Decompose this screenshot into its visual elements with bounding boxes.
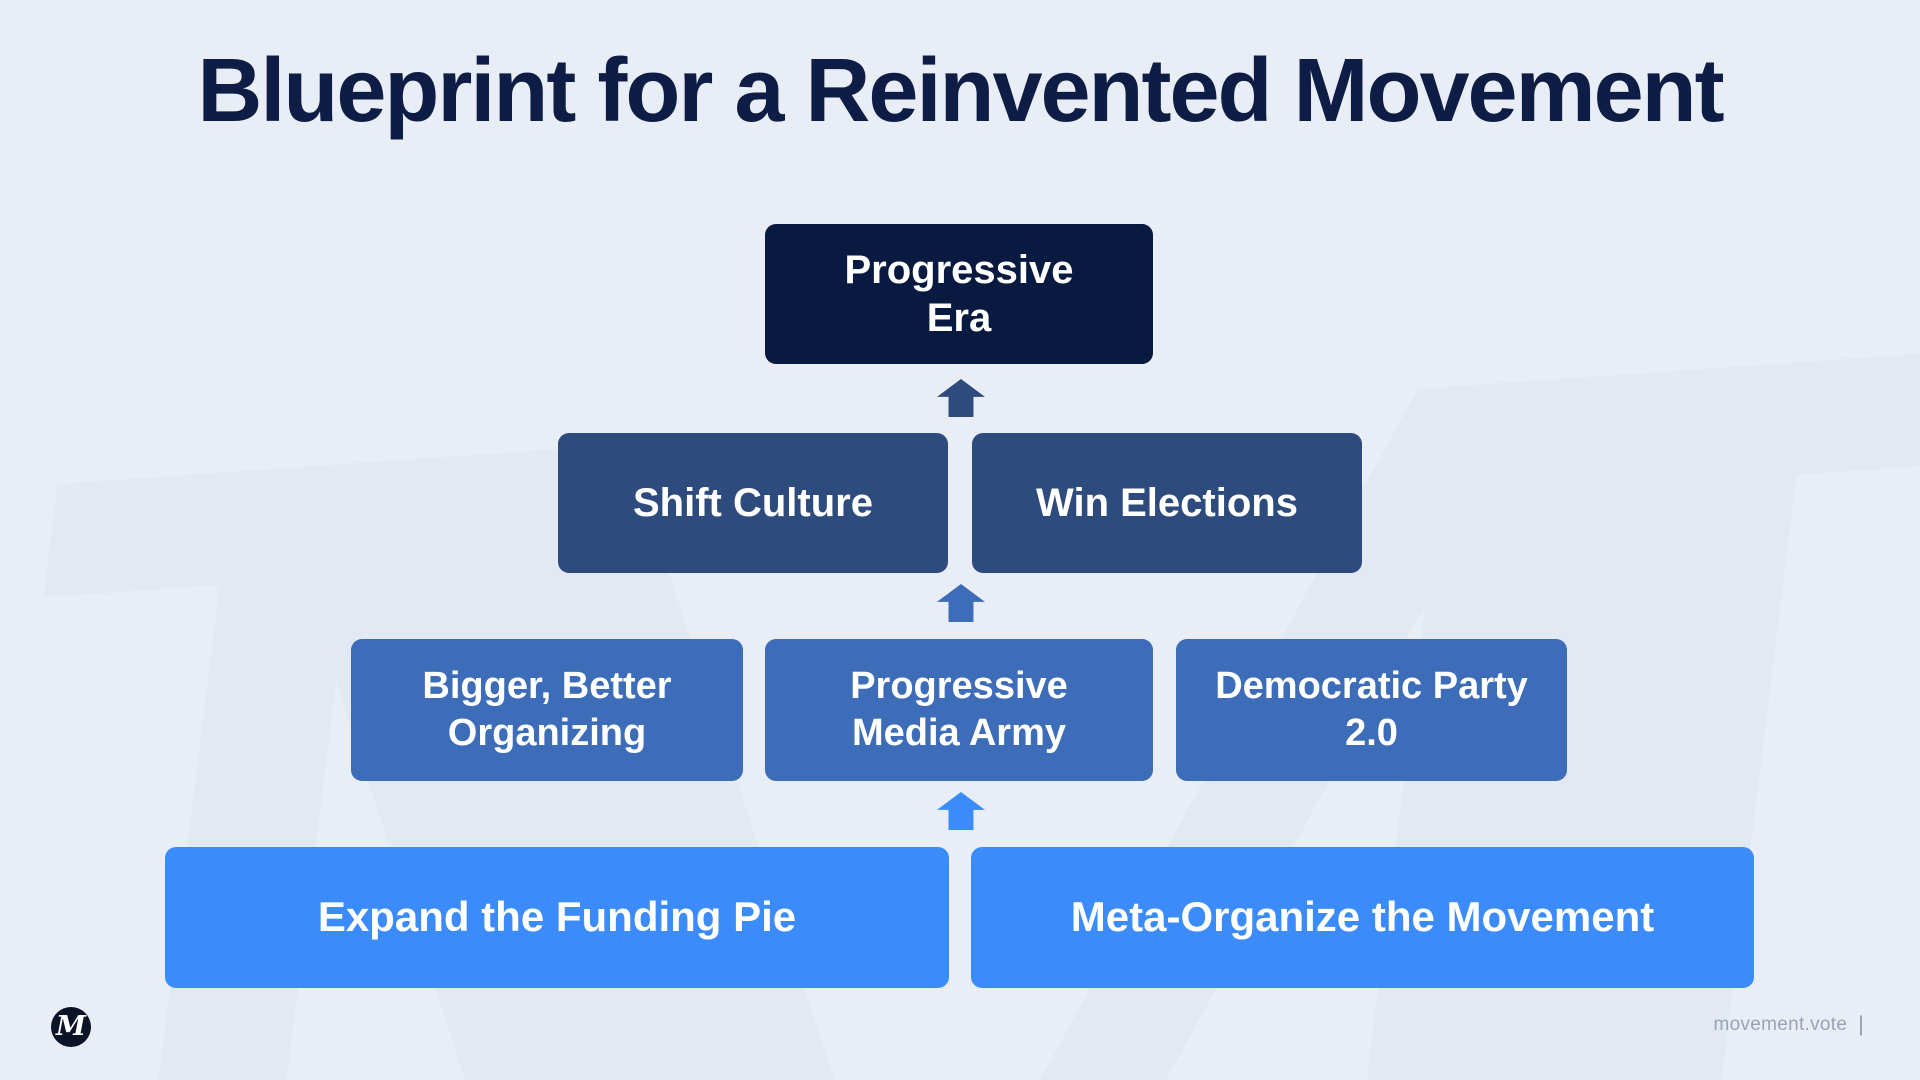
box-democratic-party-2-0: Democratic Party 2.0 <box>1176 639 1567 781</box>
box-label: Meta-Organize the Movement <box>1070 893 1655 941</box>
box-label: Expand the Funding Pie <box>317 893 797 941</box>
up-arrow-icon <box>937 379 985 417</box>
footer-divider: | <box>1858 1013 1864 1036</box>
movement-logo: M <box>51 1007 91 1047</box>
box-label: Progressive Media Army <box>850 664 1068 754</box>
logo-m-letter: M <box>56 1010 86 1042</box>
box-expand-the-funding-pie: Expand the Funding Pie <box>165 847 949 988</box>
page-title: Blueprint for a Reinvented Movement <box>197 41 1724 141</box>
footer-site-text: movement.vote <box>1713 1014 1848 1035</box>
box-label: Progressive Era <box>844 248 1074 340</box>
up-arrow-icon <box>937 584 985 622</box>
box-win-elections: Win Elections <box>972 433 1362 573</box>
box-label: Bigger, Better Organizing <box>422 664 672 754</box>
footer: movement.vote | <box>1713 1013 1864 1037</box>
box-label: Shift Culture <box>633 481 873 525</box>
box-meta-organize-the-movement: Meta-Organize the Movement <box>971 847 1754 988</box>
box-label: Win Elections <box>1036 481 1298 525</box>
box-bigger-better-organizing: Bigger, Better Organizing <box>351 639 743 781</box>
up-arrow-icon <box>937 792 985 830</box>
box-label: Democratic Party 2.0 <box>1215 664 1528 754</box>
box-progressive-media-army: Progressive Media Army <box>765 639 1153 781</box>
box-progressive-era: Progressive Era <box>765 224 1153 364</box>
box-shift-culture: Shift Culture <box>558 433 948 573</box>
